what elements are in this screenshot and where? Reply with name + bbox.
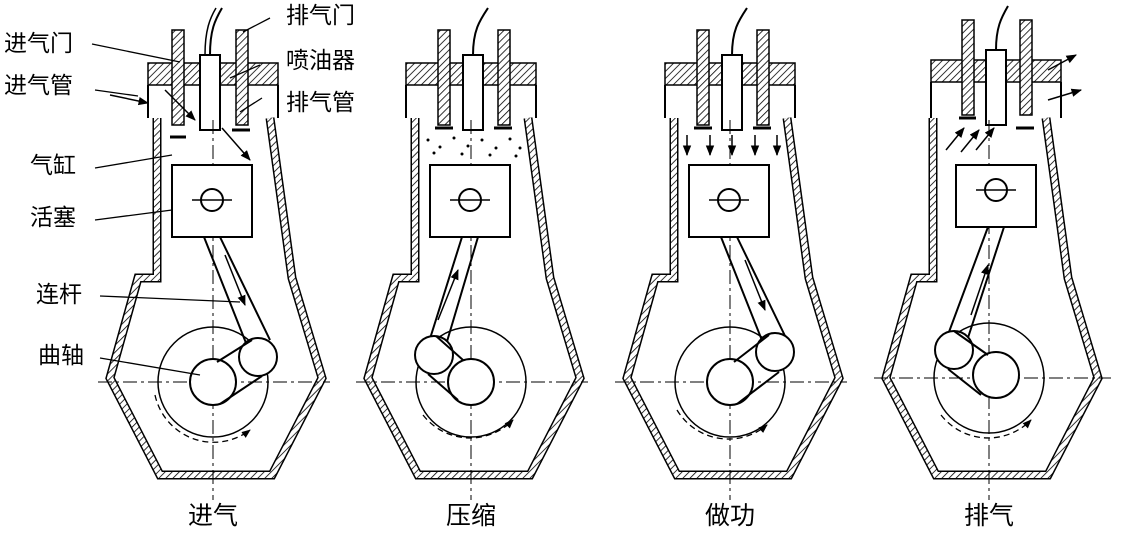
caption-compression: 压缩: [445, 501, 497, 530]
label-exhaust-pipe: 排气管: [286, 90, 355, 116]
label-piston: 活塞: [30, 205, 76, 231]
engine-intake: [98, 7, 330, 500]
crank-circle: [157, 326, 269, 438]
caption-exhaust: 排气: [963, 501, 1015, 530]
engine-compression: [356, 7, 588, 500]
engine-exhaust: [874, 5, 1111, 500]
caption-intake: 进气: [187, 501, 239, 530]
label-crankshaft: 曲轴: [38, 343, 84, 369]
exhaust-arrows: [945, 54, 1083, 153]
label-injector: 喷油器: [286, 48, 355, 74]
leader-lines: [91, 17, 271, 376]
valves: [170, 7, 250, 139]
compressed-air-dots: [426, 136, 522, 158]
label-cylinder: 气缸: [30, 153, 76, 179]
label-connecting-rod: 连杆: [36, 282, 82, 308]
label-exhaust-valve: 排气门: [286, 3, 355, 29]
connecting-rod: [203, 236, 271, 349]
label-intake-valve: 进气门: [4, 31, 73, 57]
combustion-arrows: [682, 135, 782, 157]
engine-power: [615, 7, 847, 500]
caption-power: 做功: [704, 501, 756, 530]
label-intake-pipe: 进气管: [4, 73, 73, 99]
